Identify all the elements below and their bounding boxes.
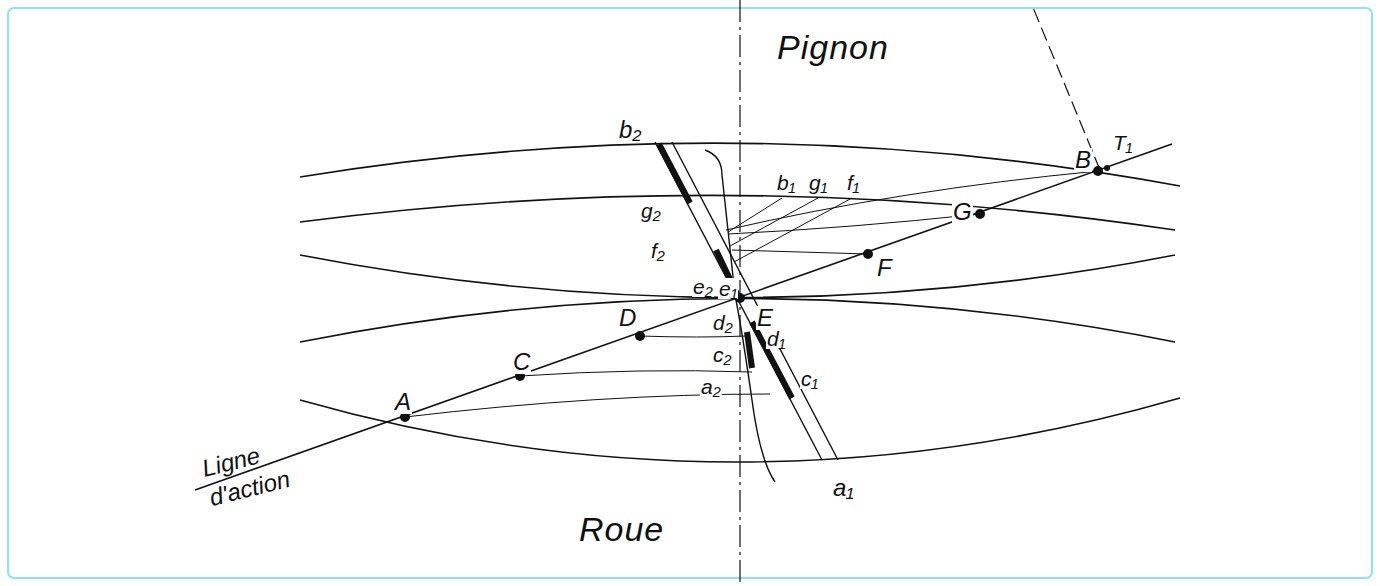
- point-label: E: [756, 306, 774, 330]
- points: [400, 165, 1110, 422]
- point-label: b₂: [618, 118, 643, 142]
- point-label: g₁: [808, 172, 828, 193]
- point-label: c₂: [712, 344, 733, 365]
- point-label: f₁: [846, 172, 860, 193]
- point-label: d₂: [712, 312, 734, 333]
- point-label: C: [512, 350, 531, 374]
- point-label: T₁: [1112, 132, 1133, 153]
- point-label: G: [952, 200, 973, 224]
- point-label: A: [394, 390, 412, 414]
- point-label: b₁: [776, 172, 796, 193]
- point-label: a₂: [700, 376, 722, 397]
- point-label: g₂: [640, 200, 662, 221]
- frame: [8, 8, 1372, 578]
- point-label: c₁: [800, 368, 819, 389]
- tooth-profiles: [655, 142, 838, 482]
- point-label: F: [876, 256, 893, 280]
- line-of-action: [195, 144, 1172, 490]
- point-label: e₂: [692, 276, 714, 297]
- axis-label: Ligne d'action: [198, 428, 321, 513]
- point-label: D: [618, 306, 637, 330]
- point-label: e₁: [718, 278, 738, 299]
- point-label: f₂: [650, 240, 666, 261]
- radius-line: [1032, 5, 1100, 170]
- part-name: Pignon: [776, 30, 890, 64]
- contact-segments: [659, 144, 792, 398]
- point-label: a₁: [832, 476, 855, 500]
- part-name: Roue: [578, 512, 665, 546]
- point-label: B: [1074, 148, 1092, 172]
- point-label: d₁: [766, 328, 786, 349]
